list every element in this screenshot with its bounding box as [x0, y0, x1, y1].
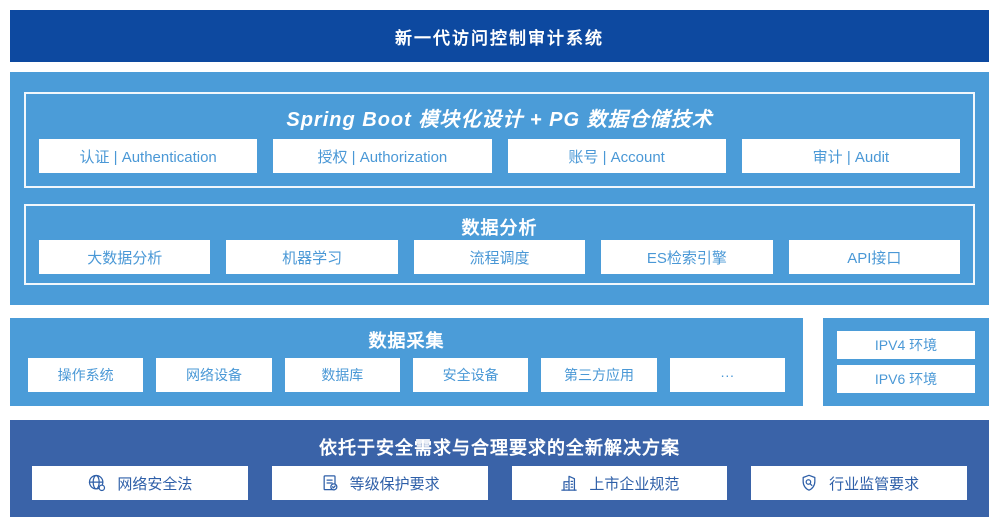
solution-section: 依托于安全需求与合理要求的全新解决方案 网络安全法: [10, 420, 989, 517]
system-title-bar: 新一代访问控制审计系统: [10, 10, 989, 62]
data-analysis-title: 数据分析: [461, 218, 538, 238]
middle-row: 数据采集 操作系统 网络设备 数据库 安全设备 第三方应用 ··· IPV4 环…: [10, 318, 989, 406]
source-network-device: 网络设备: [156, 358, 272, 392]
item-label: 网络安全法: [117, 475, 193, 493]
data-collection-layer: 数据采集 操作系统 网络设备 数据库 安全设备 第三方应用 ···: [10, 318, 803, 406]
module-authorization: 授权 | Authorization: [273, 139, 492, 173]
module-ml: 机器学习: [226, 240, 398, 274]
data-collection-sources: 操作系统 网络设备 数据库 安全设备 第三方应用 ···: [28, 358, 785, 392]
spring-boot-layer-title: Spring Boot 模块化设计 + PG 数据仓储技术: [286, 109, 713, 131]
ipv6-env: IPV6 环境: [837, 365, 975, 393]
module-account: 账号 | Account: [507, 139, 726, 173]
item-label: 等级保护要求: [349, 475, 440, 493]
data-collection-title: 数据采集: [368, 331, 445, 351]
building-icon: [559, 473, 579, 493]
ipv4-env: IPV4 环境: [837, 331, 975, 359]
module-workflow: 流程调度: [413, 240, 586, 274]
item-classified-protection: 等级保护要求: [271, 466, 488, 500]
data-analysis-modules: 大数据分析 机器学习 流程调度 ES检索引擎 API接口: [39, 240, 961, 274]
spring-boot-modules: 认证 | Authentication 授权 | Authorization 账…: [39, 139, 960, 173]
solution-title: 依托于安全需求与合理要求的全新解决方案: [319, 438, 680, 458]
source-more-ellipsis: ···: [669, 358, 785, 392]
architecture-section: Spring Boot 模块化设计 + PG 数据仓储技术 认证 | Authe…: [10, 72, 989, 305]
source-security-device: 安全设备: [412, 358, 529, 392]
item-label: 上市企业规范: [589, 475, 680, 493]
module-bigdata: 大数据分析: [39, 240, 211, 274]
item-listed-company-rules: 上市企业规范: [511, 466, 728, 500]
module-authentication: 认证 | Authentication: [39, 139, 258, 173]
module-audit: 审计 | Audit: [741, 139, 960, 173]
page-title: 新一代访问控制审计系统: [395, 28, 604, 48]
checklist-check-icon: [320, 473, 340, 493]
module-api: API接口: [788, 240, 961, 274]
item-network-security-law: 网络安全法: [32, 466, 248, 500]
item-industry-regulation: 行业监管要求: [751, 466, 967, 500]
module-es-engine: ES检索引擎: [601, 240, 773, 274]
ip-environment-panel: IPV4 环境 IPV6 环境: [823, 318, 989, 406]
solution-items: 网络安全法 等级保护要求: [32, 466, 967, 500]
source-third-party: 第三方应用: [541, 358, 657, 392]
item-label: 行业监管要求: [829, 475, 920, 493]
data-analysis-layer: 数据分析 大数据分析 机器学习 流程调度 ES检索引擎 API接口: [24, 204, 975, 285]
globe-icon: [87, 473, 107, 493]
source-os: 操作系统: [28, 358, 144, 392]
shield-search-icon: [799, 473, 819, 493]
spring-boot-layer: Spring Boot 模块化设计 + PG 数据仓储技术 认证 | Authe…: [24, 92, 975, 188]
source-database: 数据库: [284, 358, 400, 392]
